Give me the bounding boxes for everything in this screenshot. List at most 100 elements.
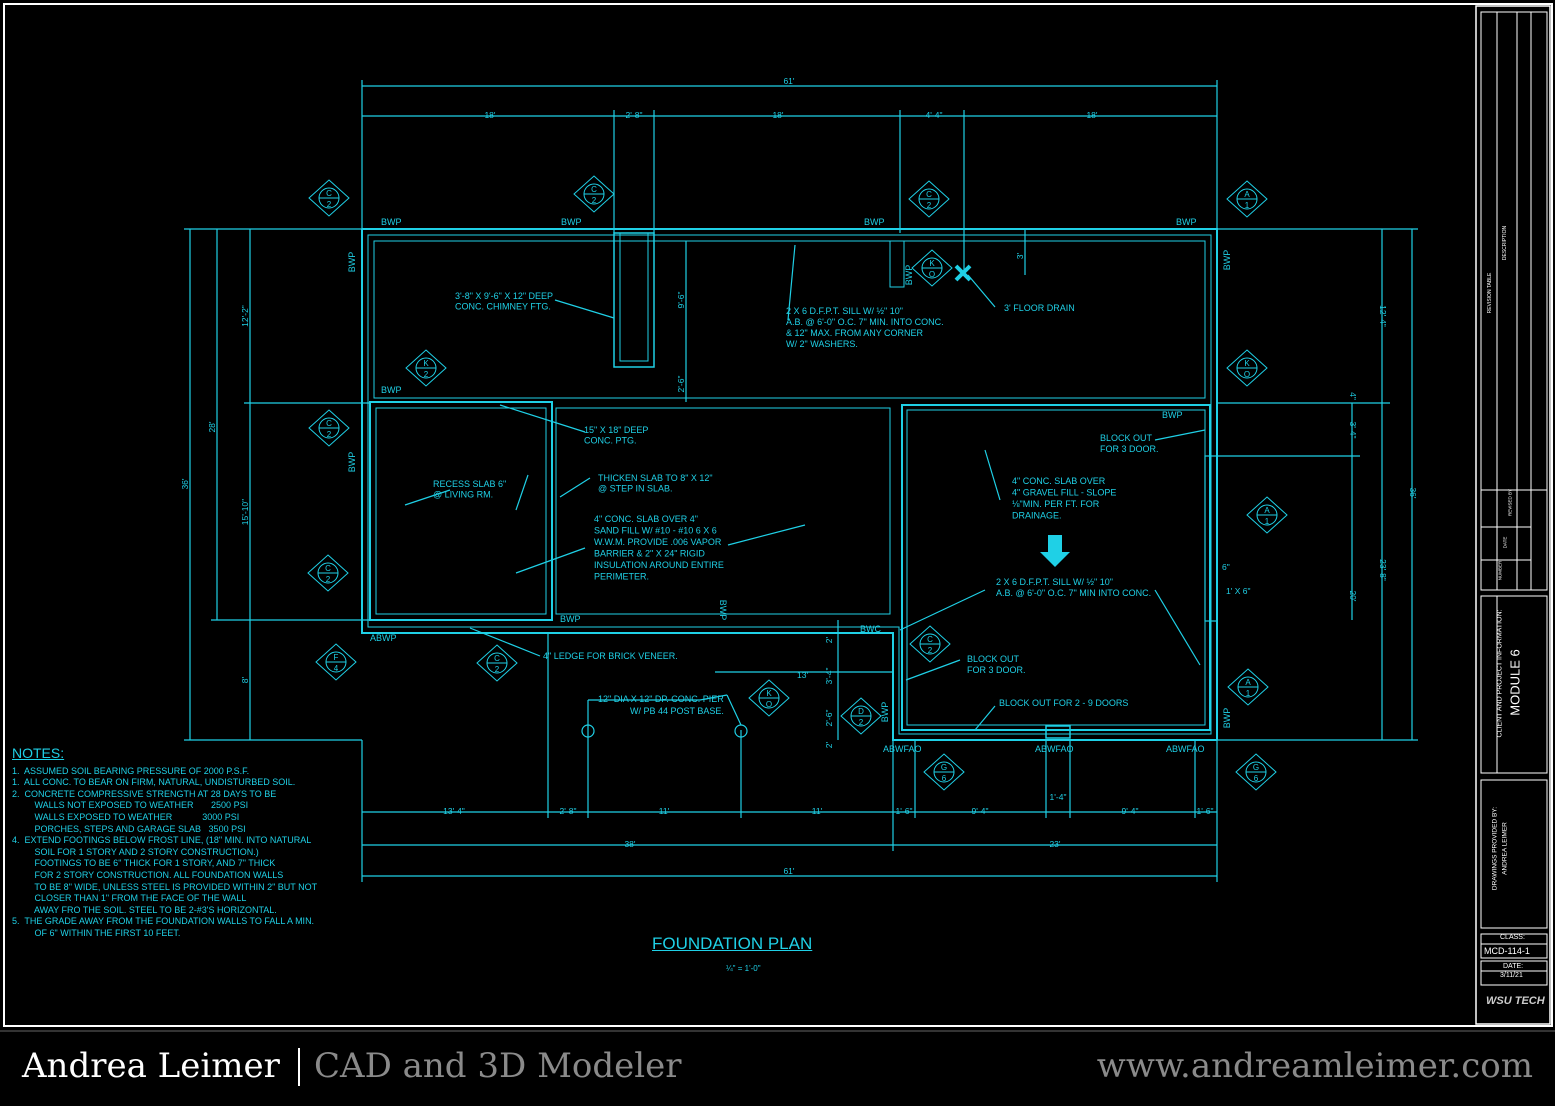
section-mark: K2 (405, 349, 447, 387)
section-mark: C2 (308, 409, 350, 447)
dimension-label: 2'-8" (560, 806, 577, 816)
dimension-label: 6" (1222, 562, 1230, 572)
plan-title: FOUNDATION PLAN (652, 934, 813, 953)
pier-1 (581, 724, 595, 738)
bwp-tag: BWP (1176, 217, 1197, 227)
section-mark-label: C (494, 654, 500, 663)
ledge-note: 4" LEDGE FOR BRICK VENEER. (543, 651, 678, 661)
section-mark-label: 2 (859, 718, 864, 727)
bwp-tag: BWP (381, 385, 402, 395)
title-block-date-label: DATE: (1503, 963, 1524, 970)
dimension-label: 13' (797, 670, 808, 680)
dimension-label: 2'-6" (824, 710, 834, 727)
dimension-label: 3'-4" (1348, 422, 1358, 439)
slab-note: SAND FILL W/ #10 - #10 6 X 6 (594, 526, 717, 536)
section-mark: C2 (307, 554, 349, 592)
bwp-tag: BWP (347, 452, 357, 473)
bwp-tag: BWP (718, 600, 728, 621)
chimney-note: CONC. CHIMNEY FTG. (455, 302, 551, 312)
title-block-frame (1475, 5, 1551, 1025)
garage-slab-note: 4" CONC. SLAB OVER (1012, 476, 1106, 486)
section-mark: KO (1226, 349, 1268, 387)
block-out-note: FOR 3 DOOR. (967, 665, 1026, 675)
dimension-label: 11' (812, 806, 823, 816)
abwfao-tag: ABWFAO (1035, 744, 1074, 754)
dimension-label: 3'-4" (824, 668, 834, 685)
dimension-label: 1'-6" (1197, 806, 1214, 816)
bwp-tag: BWP (1222, 708, 1232, 729)
note-line: 5. THE GRADE AWAY FROM THE FOUNDATION WA… (12, 916, 315, 927)
section-mark-label: 2 (592, 196, 597, 205)
dimension-label: 36' (180, 478, 190, 489)
recess-note: RECESS SLAB 6" (433, 479, 506, 489)
bwc-tag: BWC (860, 624, 881, 634)
sill-note: W/ 2" WASHERS. (786, 339, 858, 349)
section-mark-label: A (1264, 506, 1270, 515)
dimension-label: 18' (772, 110, 783, 120)
garage (901, 404, 1211, 731)
section-mark-label: 2 (424, 370, 429, 379)
garage-slab-note: ⅛"MIN. PER FT. FOR (1012, 499, 1100, 509)
section-mark-label: K (766, 689, 772, 698)
bwp-tag: BWP (561, 217, 582, 227)
section-mark-label: C (326, 419, 332, 428)
dimension-label: 2'-6" (676, 376, 686, 393)
bwp-tag: BWP (1222, 250, 1232, 271)
dimension-label: 1'-6" (896, 806, 913, 816)
title-block-date-col: DATE (1502, 536, 1508, 549)
dimension-label: 2' (824, 741, 834, 748)
garage-sill-note: A.B. @ 6'-0" O.C. 7" MIN INTO CONC. (996, 588, 1151, 598)
slab-note: W.W.M. PROVIDE .006 VAPOR (594, 537, 722, 547)
sill-note: 2 X 6 D.F.P.T. SILL W/ ½" 10" (786, 306, 903, 316)
section-mark-label: 2 (326, 575, 331, 584)
ptg-note: 15" X 18" DEEP (584, 425, 648, 435)
dimension-label: 61' (783, 866, 794, 876)
section-mark: C2 (573, 175, 615, 213)
abwfao-tag: ABWFAO (883, 744, 922, 754)
title-block-date-value: 3/11/21 (1500, 972, 1523, 979)
section-mark-label: 1 (1245, 201, 1250, 210)
note-line: 4. EXTEND FOOTINGS BELOW FROST LINE, (18… (12, 835, 312, 846)
title-block-module: MODULE 6 (1507, 649, 1523, 716)
section-mark-label: C (926, 190, 932, 199)
section-mark-label: 4 (334, 664, 339, 673)
abwfao-tag: ABWFAO (1166, 744, 1205, 754)
note-line: WALLS NOT EXPOSED TO WEATHER 2500 PSI (12, 800, 249, 811)
dimension-label: 1'-4" (1050, 792, 1067, 802)
note-line: OF 6" WITHIN THE FIRST 10 FEET. (12, 927, 181, 938)
section-mark: KO (748, 679, 790, 717)
portfolio-url-link[interactable]: www.andreamleimer.com (1096, 1046, 1533, 1086)
bwp-tag: BWP (904, 265, 914, 286)
dimension-label: 4" (1348, 392, 1358, 400)
title-block-description: DESCRIPTION (1502, 225, 1508, 261)
section-mark-label: O (1244, 370, 1250, 379)
author-name: Andrea Leimer (22, 1046, 280, 1086)
bwp-tag: BWP (560, 614, 581, 624)
title-block-grid (1480, 11, 1548, 986)
pier-note: W/ PB 44 POST BASE. (630, 706, 724, 716)
slope-arrow-icon (1040, 535, 1070, 567)
section-mark-label: K (929, 259, 935, 268)
general-notes: NOTES: 1. ASSUMED SOIL BEARING PRESSURE … (12, 746, 357, 940)
dimension-label: 13'-4" (443, 806, 465, 816)
note-line: CLOSER THAN 1" FROM THE FACE OF THE WALL (12, 893, 247, 904)
section-mark-label: C (927, 635, 933, 644)
slab-area (555, 407, 891, 615)
slab-note: PERIMETER. (594, 572, 649, 582)
dimension-label: 61' (783, 76, 794, 86)
section-mark-label: 6 (1254, 774, 1259, 783)
section-mark-label: G (941, 763, 947, 772)
dimension-label: 38' (624, 839, 635, 849)
dimension-label: 18' (1086, 110, 1097, 120)
garage-slab-note: 4" GRAVEL FILL - SLOPE (1012, 488, 1116, 498)
note-line: AWAY FRO THE SOIL. STEEL TO BE 2-#3'S HO… (12, 904, 277, 915)
bwp-tag: BWP (864, 217, 885, 227)
note-line: 1. ALL CONC. TO BEAR ON FIRM, NATURAL, U… (12, 777, 296, 788)
section-mark-label: D (858, 707, 864, 716)
section-mark-label: 6 (942, 774, 947, 783)
section-mark: A1 (1246, 496, 1288, 534)
title-block-client-info: CLIENT AND PROJECT INFORMATION: (1496, 609, 1504, 738)
section-mark: A1 (1227, 668, 1269, 706)
floor-drain-note: 3' FLOOR DRAIN (1004, 303, 1075, 313)
dimension-label: 18' (484, 110, 495, 120)
